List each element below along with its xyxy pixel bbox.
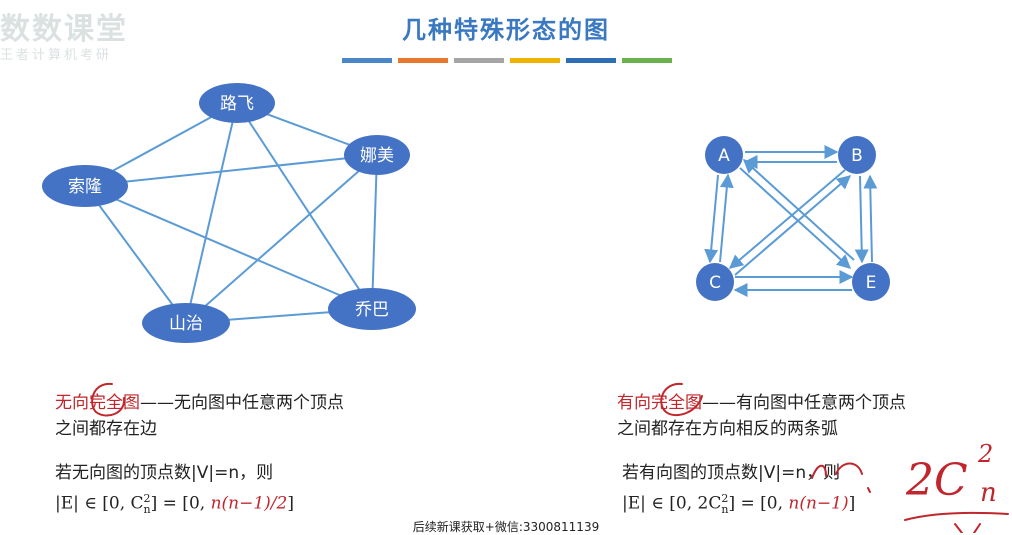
arc-C-A — [719, 173, 734, 263]
title-bar — [566, 58, 616, 63]
definition-text: ——无向图中任意两个顶点 — [140, 393, 344, 413]
formula-sub: n — [143, 503, 151, 517]
node-shape — [328, 288, 416, 330]
title-bar — [398, 58, 448, 63]
node-label: 路飞 — [220, 94, 254, 114]
undirected-complete-graph: 路飞 娜美 索隆 乔巴 山治 — [42, 83, 416, 343]
title-bar — [622, 58, 672, 63]
undirected-formula-block: 若无向图的顶点数|V|=n，则 |E| ∈ [0, C2n] = [0, n(n… — [55, 460, 294, 523]
formula-highlight: n(n−1) — [788, 493, 849, 514]
formula-mid: ] = [0, — [728, 493, 789, 514]
formula-end: ] — [848, 493, 856, 514]
directed-definition: 有向完全图——有向图中任意两个顶点 之间都存在方向相反的两条弧 — [617, 390, 906, 442]
title-bar — [510, 58, 560, 63]
watermark-line1: 数数课堂 — [0, 12, 128, 47]
node-label: 索隆 — [68, 177, 102, 197]
arc-B-E — [854, 175, 869, 264]
edge-count-formula: |E| ∈ [0, 2C2n] = [0, n(n−1)] — [622, 486, 855, 523]
handwritten-sup: 2 — [978, 440, 994, 468]
footer-contact: 后续新课获取+微信:3300811139 — [412, 520, 600, 534]
edge-nami-zoro — [84, 154, 378, 187]
formula-prefix: |E| ∈ [0, 2C — [622, 493, 722, 514]
node-nami: 娜美 — [344, 135, 410, 175]
definition-line-1: 有向完全图——有向图中任意两个顶点 — [617, 390, 906, 416]
hand-main: 2C — [906, 455, 968, 506]
formula-sup: 2 — [721, 492, 729, 505]
condition-text: 若无向图的顶点数|V|=n，则 — [55, 463, 274, 483]
arc-C-B — [734, 175, 852, 276]
formula-mid: ] = [0, — [150, 493, 211, 514]
term-undirected-complete: 无向完全图 — [55, 393, 140, 413]
directed-arcs — [704, 145, 878, 297]
slide-title: 几种特殊形态的图 — [402, 16, 610, 44]
node-label: A — [718, 146, 730, 166]
node-label: B — [851, 146, 863, 166]
node-label: C — [709, 273, 721, 293]
node-A: A — [705, 136, 743, 174]
node-shape — [696, 263, 734, 301]
edge-luffy-sanji — [185, 102, 238, 324]
directed-formula-block: 若有向图的顶点数|V|=n，则 |E| ∈ [0, 2C2n] = [0, n(… — [622, 460, 855, 523]
term-directed-complete: 有向完全图 — [617, 393, 702, 413]
ink-underline — [904, 511, 1009, 521]
handwritten-sub: n — [980, 478, 997, 508]
arc-A-E — [739, 167, 852, 269]
edge-zoro-sanji — [84, 185, 187, 324]
ink-fragment — [954, 523, 981, 533]
node-C: C — [696, 263, 734, 301]
formula-sup: 2 — [143, 492, 151, 505]
handwritten-formula: 2C — [906, 455, 968, 506]
edge-count-formula: |E| ∈ [0, C2n] = [0, n(n−1)/2] — [55, 486, 294, 523]
node-shape — [852, 263, 890, 301]
definition-line-1: 无向完全图——无向图中任意两个顶点 — [55, 390, 344, 416]
title-color-bars — [342, 58, 672, 63]
node-label: E — [866, 273, 877, 293]
node-E: E — [852, 263, 890, 301]
undirected-definition: 无向完全图——无向图中任意两个顶点 之间都存在边 — [55, 390, 344, 442]
node-shape — [199, 83, 275, 123]
node-shape — [142, 303, 230, 343]
node-sanji: 山治 — [142, 303, 230, 343]
node-label: 娜美 — [360, 146, 394, 166]
node-label: 乔巴 — [355, 300, 389, 320]
node-chopper: 乔巴 — [328, 288, 416, 330]
edge-nami-sanji — [185, 154, 378, 324]
undirected-edges — [84, 102, 378, 324]
ink-scribble — [811, 462, 871, 493]
node-luffy: 路飞 — [199, 83, 275, 123]
edge-luffy-chopper — [236, 102, 373, 310]
watermark-line2: 王者计算机考研 — [0, 48, 113, 63]
title-bar — [342, 58, 392, 63]
formula-highlight: n(n−1)/2 — [210, 493, 288, 514]
edge-zoro-chopper — [84, 185, 373, 310]
ink-circle-left — [91, 382, 126, 417]
formula-sub: n — [721, 503, 729, 517]
node-B: B — [838, 136, 876, 174]
formula-prefix: |E| ∈ [0, C — [55, 493, 144, 514]
node-shape — [838, 136, 876, 174]
edge-nami-chopper — [371, 154, 378, 310]
title-bar — [454, 58, 504, 63]
ink-circle-right — [660, 382, 703, 417]
node-shape — [42, 165, 128, 207]
directed-complete-graph: A B C E — [696, 136, 890, 301]
node-shape — [705, 136, 743, 174]
arc-A-C — [704, 174, 719, 264]
arc-B-C — [728, 169, 846, 269]
watermark-logo: 数数课堂 王者计算机考研 — [0, 0, 160, 70]
arc-E-B — [863, 174, 878, 263]
node-shape — [344, 135, 410, 175]
node-label: 山治 — [169, 314, 203, 334]
definition-line-2: 之间都存在边 — [55, 419, 157, 439]
node-zoro: 索隆 — [42, 165, 128, 207]
definition-line-2: 之间都存在方向相反的两条弧 — [617, 419, 838, 439]
formula-end: ] — [287, 493, 294, 514]
definition-text: ——有向图中任意两个顶点 — [702, 393, 906, 413]
condition-text: 若有向图的顶点数|V|=n，则 — [622, 463, 841, 483]
